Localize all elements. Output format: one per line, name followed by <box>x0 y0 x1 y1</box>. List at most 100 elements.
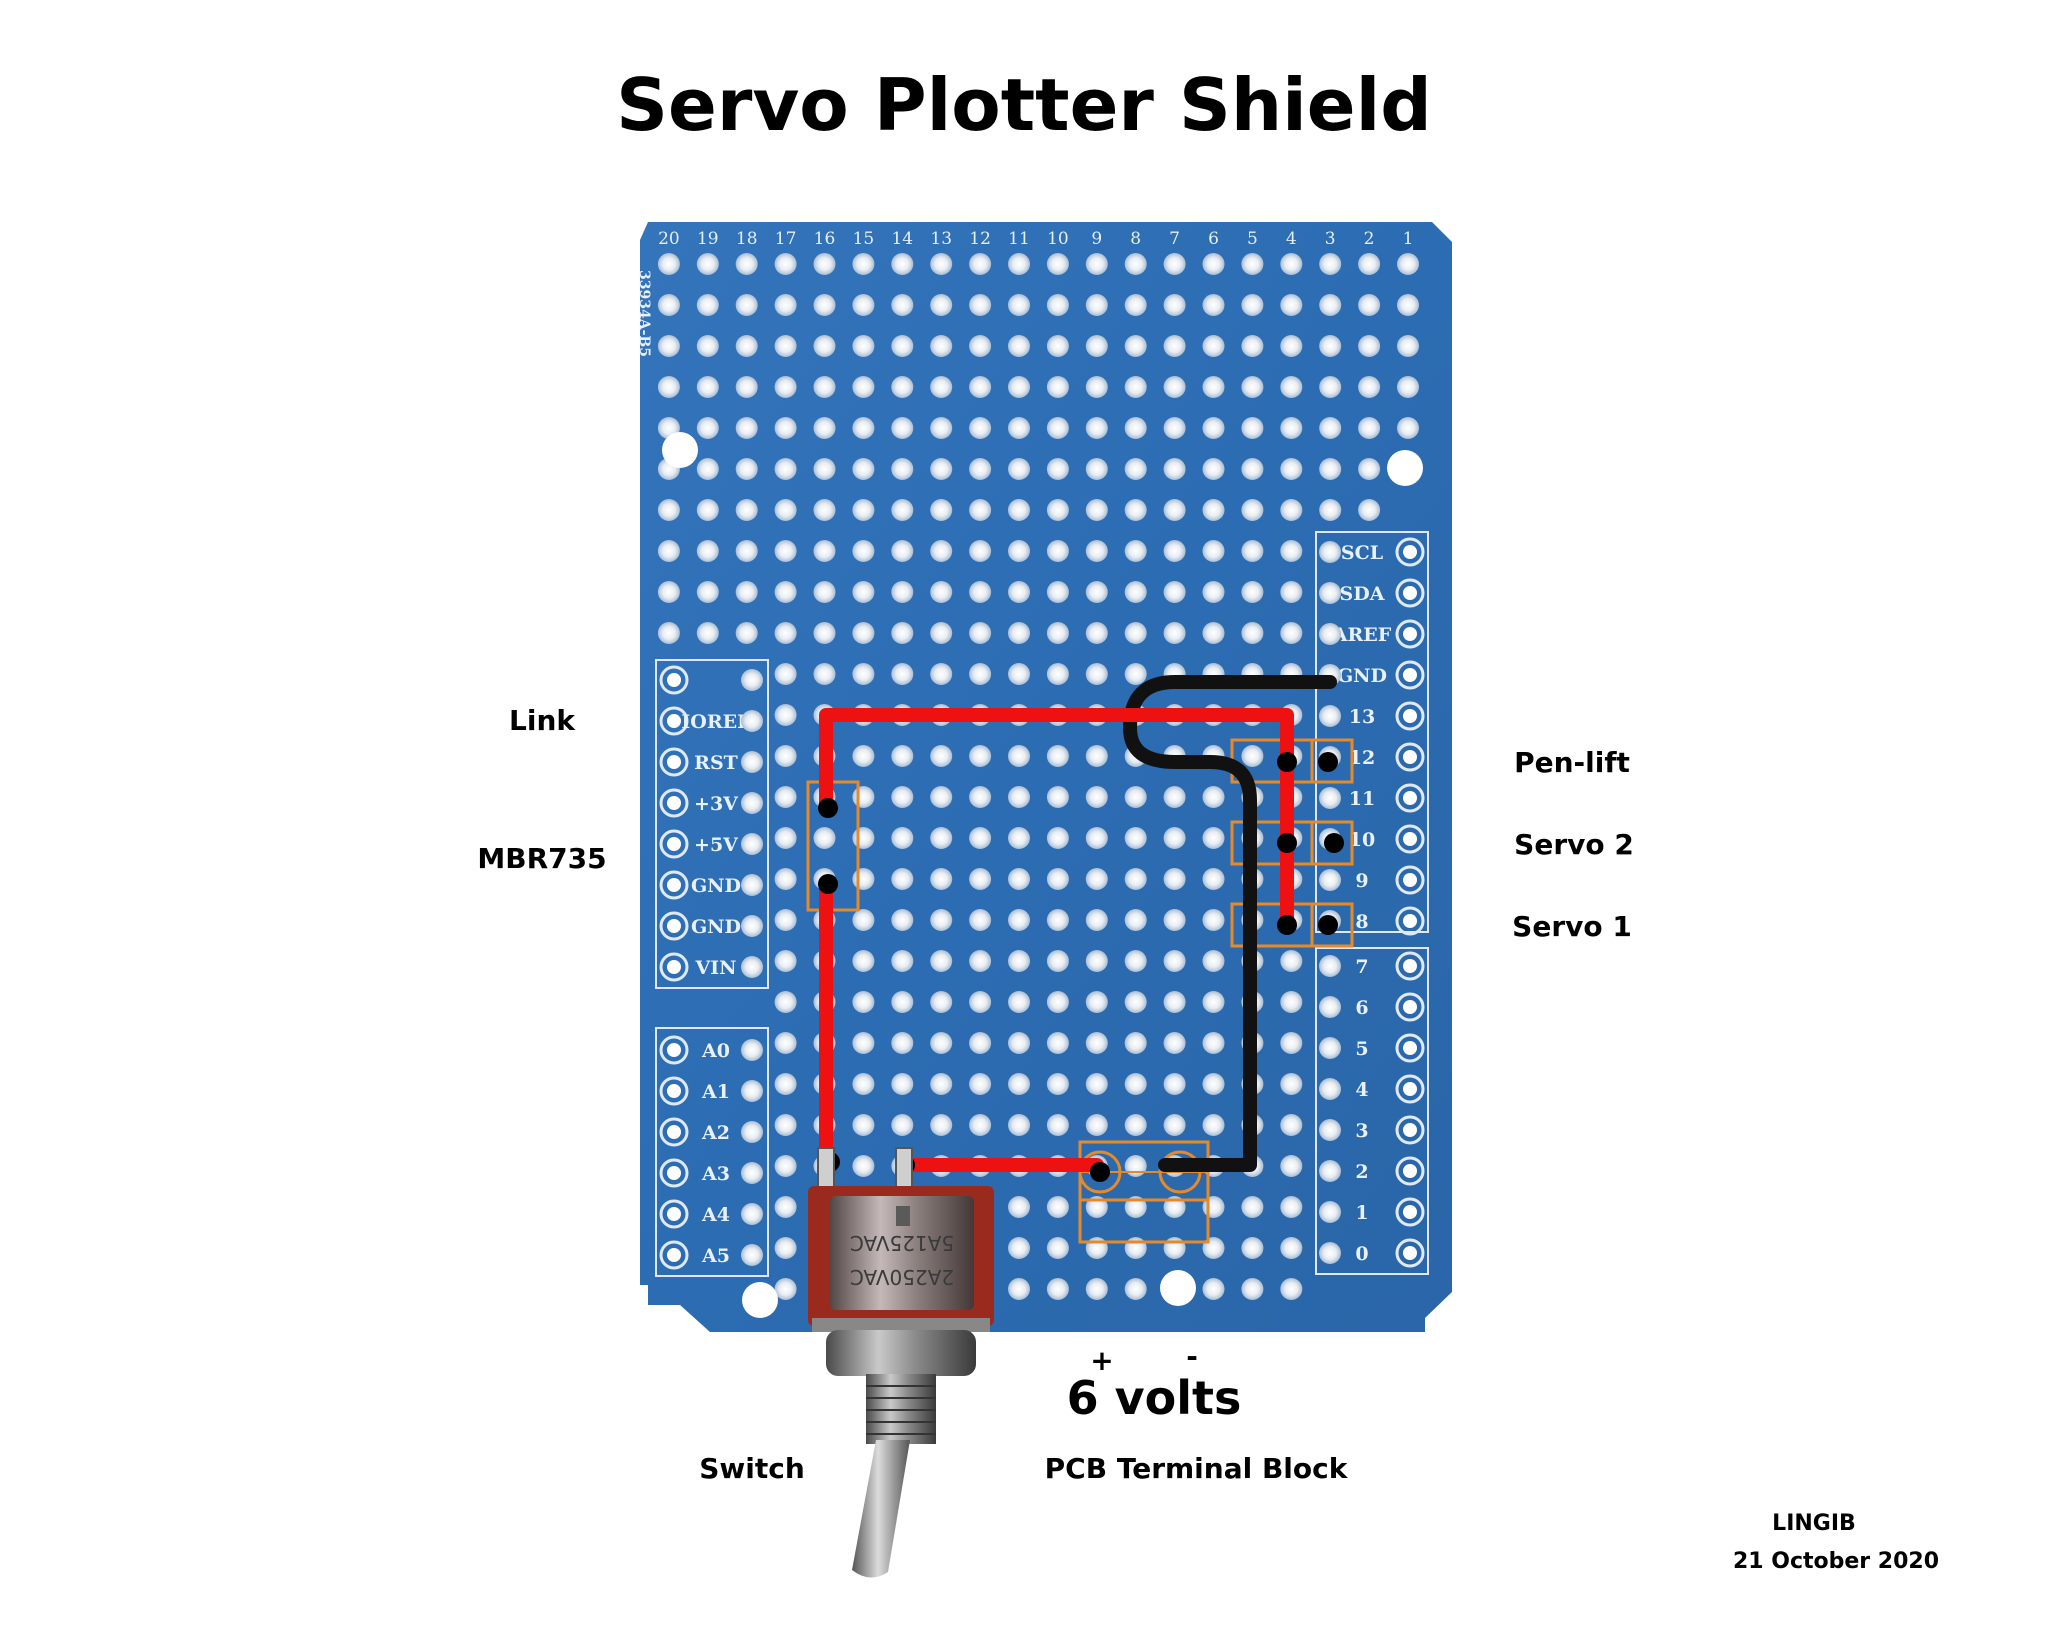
hole-pad <box>891 1073 914 1095</box>
hole-pad <box>1085 1114 1108 1136</box>
column-number: 7 <box>1169 229 1180 249</box>
hole-pad <box>1241 417 1264 439</box>
hole-pad <box>1008 622 1030 644</box>
hole-pad <box>1397 417 1419 439</box>
hole-pad <box>696 581 719 603</box>
ground-wire <box>1123 675 1337 1172</box>
column-number: 1 <box>1403 229 1414 249</box>
hole-pad <box>1241 1196 1264 1218</box>
hole-pad <box>1163 827 1186 849</box>
header-pin <box>1395 1238 1425 1268</box>
hole-pad <box>1280 376 1303 398</box>
hole-pad <box>813 417 836 439</box>
hole-pad <box>1124 335 1147 357</box>
hole-pad <box>1280 294 1303 316</box>
hole-pad <box>930 663 953 685</box>
hole-pad <box>1085 1073 1108 1095</box>
header-pin <box>1395 1156 1425 1186</box>
hole-pad <box>1163 622 1186 644</box>
hole-pad <box>1046 253 1069 275</box>
hole-pad <box>891 294 914 316</box>
hole-pad <box>1202 376 1225 398</box>
hole-pad <box>891 663 914 685</box>
hole-pad <box>1008 540 1030 562</box>
hole-pad <box>1008 499 1030 521</box>
toggle-switch: 5A125VAC 2A250VAC <box>808 1147 994 1578</box>
hole-pad <box>1163 458 1186 480</box>
hole-pad <box>813 294 836 316</box>
header-pin <box>659 1199 689 1229</box>
hole-pad <box>1046 1032 1069 1054</box>
hole-pad <box>1202 909 1225 931</box>
hole-pad <box>852 581 875 603</box>
hole-pad <box>1319 996 1341 1018</box>
hole-pad <box>1319 376 1342 398</box>
hole-pad <box>1202 253 1225 275</box>
hole-pad <box>1241 745 1264 767</box>
hole-pad <box>930 909 953 931</box>
hole-pad <box>1280 1278 1303 1300</box>
hole-pad <box>1319 869 1341 891</box>
hole-pad <box>1046 417 1069 439</box>
hole-pad <box>774 622 797 644</box>
hole-pad <box>1163 499 1186 521</box>
header-pin-label: GND <box>1337 665 1387 687</box>
hole-pad <box>774 950 797 972</box>
hole-pad <box>813 581 836 603</box>
hole-pad <box>1319 582 1341 604</box>
header-pin-label: 2 <box>1355 1161 1368 1183</box>
power-header <box>655 659 769 989</box>
hole-pad <box>1202 991 1225 1013</box>
header-pin <box>1395 783 1425 813</box>
hole-pad <box>1202 1032 1225 1054</box>
hole-pad <box>930 417 953 439</box>
hole-pad <box>774 827 797 849</box>
hole-pad <box>1085 417 1108 439</box>
hole-pad <box>1124 1114 1147 1136</box>
hole-pad <box>774 909 797 931</box>
hole-pad <box>1008 909 1030 931</box>
hole-pad <box>1241 335 1264 357</box>
hole-pad <box>774 253 797 275</box>
hole-pad <box>1008 581 1030 603</box>
hole-pad <box>969 622 992 644</box>
hole-pad <box>735 253 758 275</box>
hole-pad <box>1163 540 1186 562</box>
column-number: 10 <box>1047 229 1069 249</box>
hole-pad <box>852 335 875 357</box>
hole-pad <box>891 622 914 644</box>
hole-pad <box>852 1032 875 1054</box>
hole-pad <box>969 499 992 521</box>
hole-pad <box>696 335 719 357</box>
header-pin <box>659 788 689 818</box>
hole-pad <box>813 663 836 685</box>
hole-pad <box>774 663 797 685</box>
label-terminal-block: PCB Terminal Block <box>1045 1452 1349 1485</box>
hole-pad <box>1046 1073 1069 1095</box>
hole-pad <box>1008 745 1030 767</box>
hole-pad <box>1046 868 1069 890</box>
hole-pad <box>1008 991 1030 1013</box>
hole-pad <box>774 1155 797 1177</box>
hole-pad <box>852 499 875 521</box>
hole-pad <box>774 1032 797 1054</box>
hole-pad <box>741 1244 763 1266</box>
hole-pad <box>774 1073 797 1095</box>
hole-pad <box>969 1073 992 1095</box>
hole-pad <box>852 376 875 398</box>
hole-pad <box>1280 622 1303 644</box>
hole-pad <box>1202 1114 1225 1136</box>
hole-pad <box>930 1032 953 1054</box>
header-pin <box>1395 865 1425 895</box>
label-pen-lift: Pen-lift <box>1514 746 1630 779</box>
header-pin-label: 3 <box>1355 1120 1368 1142</box>
hole-pad <box>1163 294 1186 316</box>
header-pin <box>1395 660 1425 690</box>
hole-pad <box>969 745 992 767</box>
hole-pad <box>930 540 953 562</box>
hole-pad <box>1085 1032 1108 1054</box>
switch-rating-1: 5A125VAC <box>850 1231 954 1255</box>
hole-pad <box>1319 294 1342 316</box>
